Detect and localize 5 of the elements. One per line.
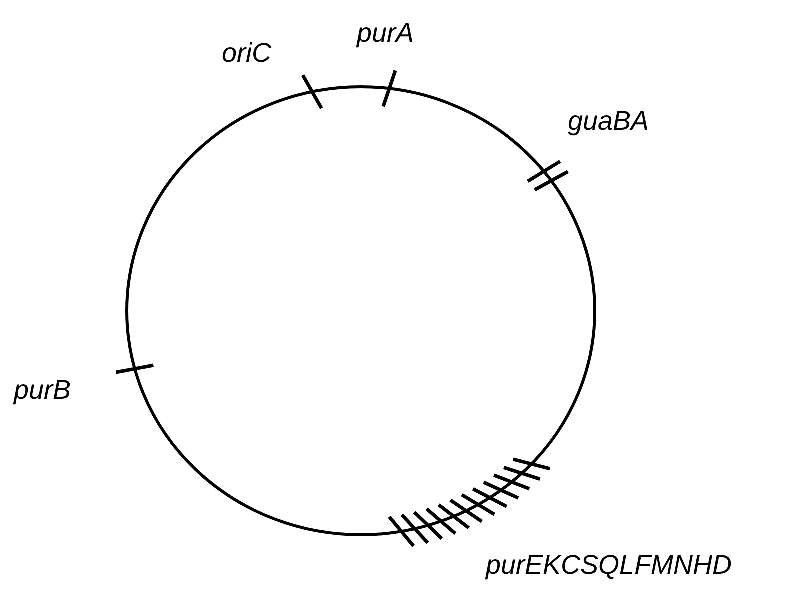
- gene-label: purEKCSQLFMNHD: [486, 549, 732, 582]
- gene-label: oriC: [222, 37, 272, 70]
- gene-label: purA: [357, 17, 414, 50]
- gene-label: purB: [14, 374, 72, 407]
- gene-label: guaBA: [568, 105, 650, 138]
